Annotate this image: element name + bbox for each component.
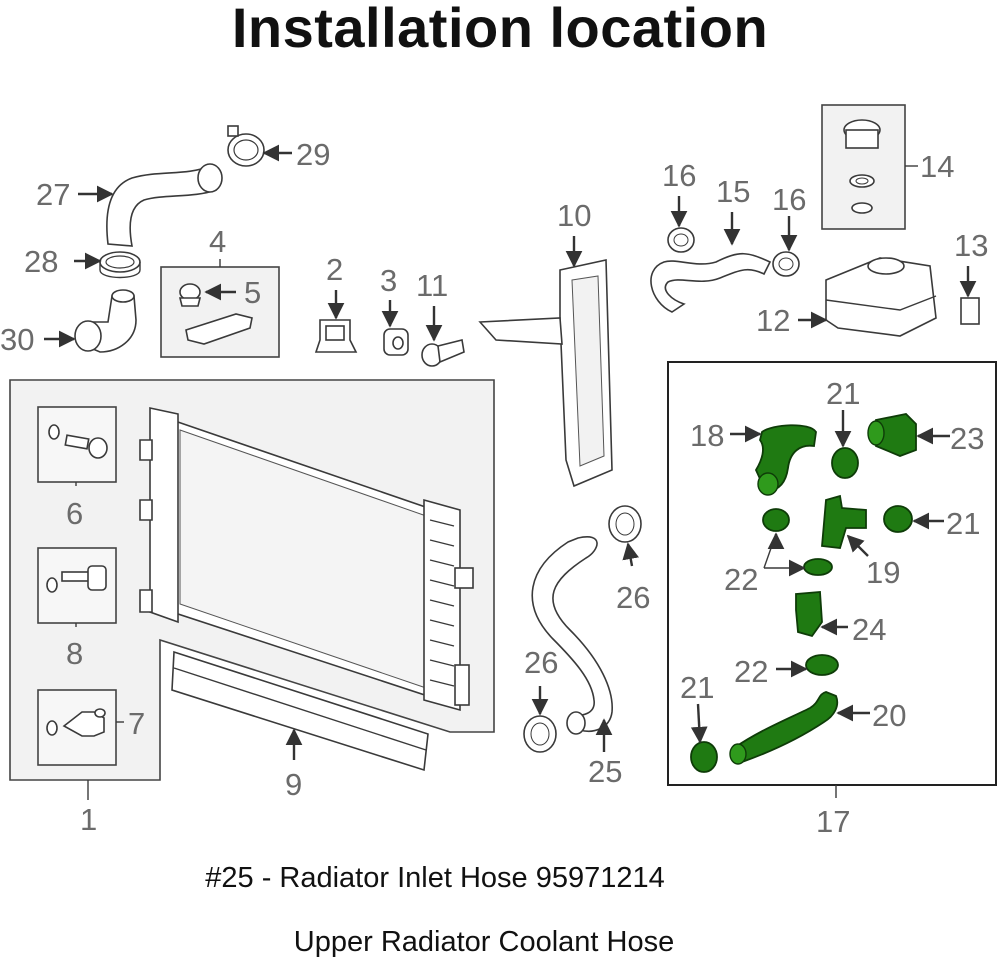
callout-19: 19 [866,555,900,590]
part-caption-text: #25 - Radiator Inlet Hose 95971214 [205,862,665,894]
callout-3: 3 [380,263,397,298]
fitting-part-23 [875,413,917,457]
clamp-part-22-lower [805,654,839,676]
insulator-part-3 [383,328,409,356]
elbow-part-30 [74,289,137,353]
callout-16-right: 16 [772,182,806,217]
callout-16-left: 16 [662,158,696,193]
callout-22-lower: 22 [734,654,768,689]
clamp-part-26-upper [608,505,642,543]
callout-4: 4 [209,224,226,259]
leader-arrows [44,144,977,800]
callout-29: 29 [296,137,330,172]
engine-hose-kit-box-17 [667,361,997,786]
callout-12: 12 [756,303,790,338]
hose-part-19 [821,494,867,549]
callout-21-right: 21 [946,506,980,541]
callout-10: 10 [557,198,591,233]
clamp-part-16-right [772,251,800,277]
hose-part-24 [795,591,823,638]
callout-11: 11 [416,268,448,303]
radiator-inlet-hose-part-25 [531,536,613,735]
bolt-part-6 [48,424,108,459]
part-description-text: Upper Radiator Coolant Hose [293,926,675,958]
push-clip-part-11 [421,339,465,367]
sensor-part-13 [960,297,980,325]
callout-18: 18 [690,418,724,453]
drain-plug-part-7 [46,708,106,737]
callout-22-upper: 22 [724,562,758,597]
callout-28: 28 [24,244,58,279]
air-deflector-part-10 [478,259,613,488]
clamp-part-21-bottom [690,741,718,773]
coolant-reservoir-part-12 [825,257,937,337]
radiator-core [139,407,474,712]
callout-24: 24 [852,612,886,647]
callout-23: 23 [950,421,984,456]
callout-25: 25 [588,754,622,789]
callout-2: 2 [326,252,343,287]
bracket-part-2 [314,319,358,353]
callout-8: 8 [66,636,83,671]
callout-21-bottom: 21 [680,670,714,705]
callout-9: 9 [285,767,302,802]
page-title: Installation location [231,0,769,59]
callout-numbers: 27 29 28 30 4 5 2 3 11 10 16 15 16 14 13… [0,137,988,839]
callout-27: 27 [36,177,70,212]
cap-kit-box-14 [821,104,906,230]
hose-part-15 [650,252,772,313]
callout-5: 5 [244,275,261,310]
callout-1: 1 [80,802,97,837]
clamp-part-22-upper [762,508,790,532]
fitting-part-8 [46,565,107,593]
callout-7: 7 [128,706,145,741]
air-baffle-part-9 [171,650,429,772]
clamp-part-21-right [883,505,913,533]
callout-26-lower: 26 [524,645,558,680]
callout-15: 15 [716,174,750,209]
callout-6: 6 [66,496,83,531]
hose-part-27 [106,163,223,247]
callout-13: 13 [954,228,988,263]
callout-26-upper: 26 [616,580,650,615]
hose-part-20 [732,691,839,764]
callout-21-top: 21 [826,376,860,411]
callout-14: 14 [920,149,954,184]
callout-17: 17 [816,804,850,839]
clamp-part-21-top [831,447,859,479]
callout-30: 30 [0,322,34,357]
clamp-part-26-lower [523,715,557,753]
clamp-part-16-left [667,227,695,253]
ring-part-28 [99,251,141,279]
callout-20: 20 [872,698,906,733]
parts-diagram: 27 29 28 30 4 5 2 3 11 10 16 15 16 14 13… [0,104,997,839]
part-description: Upper Radiator Coolant Hose [0,926,1000,959]
clamp-part-22-middle [803,558,833,576]
part-caption: #25 - Radiator Inlet Hose 95971214 [0,862,1000,895]
clamp-part-29 [227,125,265,167]
bracket-kit-box-4 [160,266,280,358]
